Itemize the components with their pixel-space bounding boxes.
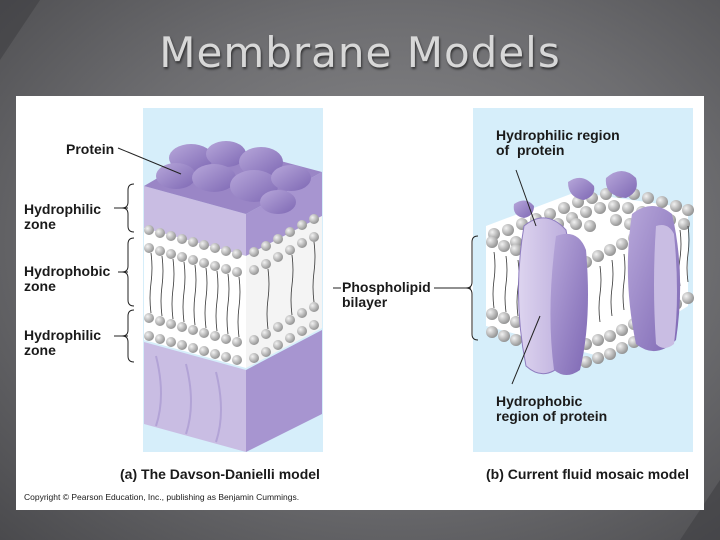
hydrophobic-zone-label: Hydrophobic zone xyxy=(24,263,111,294)
hydrophilic-region-label: Hydrophilic region of protein xyxy=(496,127,620,158)
caption-b-text: Current fluid mosaic model xyxy=(507,466,690,482)
protein-layer-bottom xyxy=(144,330,322,452)
caption-a: (a) The Davson-Danielli model xyxy=(120,466,320,482)
protein-layer-top xyxy=(144,141,322,214)
davson-danielli-model xyxy=(144,141,322,452)
membrane-figure: Protein Hydrophilic zone Hydrophobic zon… xyxy=(16,96,704,510)
caption-b-tag: (b) xyxy=(486,466,504,482)
fluid-mosaic-model xyxy=(486,171,694,375)
left-label-leaders xyxy=(114,147,182,363)
phospholipid-bilayer-label: Phospholipid bilayer xyxy=(342,279,431,310)
slide-title: Membrane Models xyxy=(159,28,561,77)
caption-b: (b) Current fluid mosaic model xyxy=(486,466,689,482)
hydrophilic-zone-top-label: Hydrophilic zone xyxy=(24,201,102,232)
left-bilayer xyxy=(144,214,322,368)
hydrophobic-region-label: Hydrophobic region of protein xyxy=(496,393,608,424)
caption-a-tag: (a) xyxy=(120,466,138,482)
protein-label: Protein xyxy=(66,141,115,157)
membrane-diagram xyxy=(114,108,694,452)
center-label-leaders xyxy=(333,235,479,341)
hydrophilic-zone-bottom-label: Hydrophilic zone xyxy=(24,327,102,358)
right-label-leaders xyxy=(511,169,541,385)
caption-a-text: The Davson-Danielli model xyxy=(141,466,320,482)
copyright-text: Copyright © Pearson Education, Inc., pub… xyxy=(24,492,300,502)
